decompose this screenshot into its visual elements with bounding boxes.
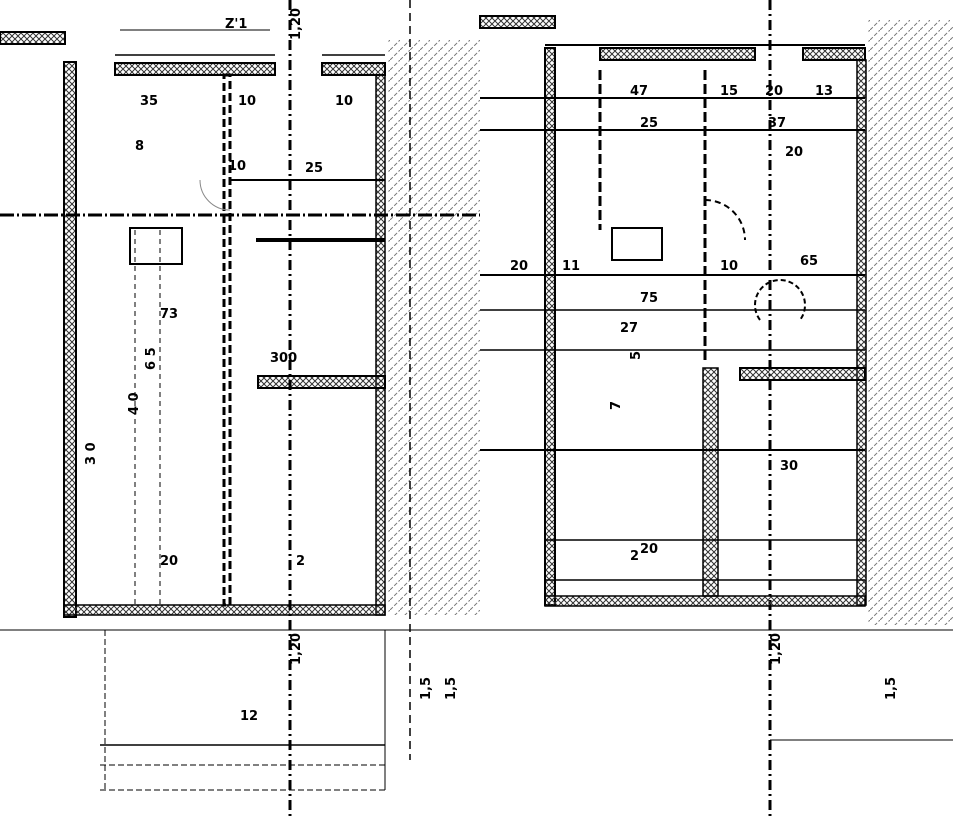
dim-label: 5 — [629, 351, 644, 360]
dim-label: 1,5 — [444, 677, 459, 700]
top-wall-left-2 — [114, 62, 276, 76]
dim-label: 47 — [630, 84, 648, 99]
dim-label: 65 — [800, 254, 818, 269]
door-swing-3 — [754, 279, 806, 321]
dim-label: Z'1 — [225, 17, 247, 32]
left-unit — [0, 29, 480, 791]
dim-label: 20 — [510, 259, 528, 274]
dim-label: 25 — [305, 161, 323, 176]
dim-label: 2 — [630, 549, 639, 564]
dim-label: 8 — [135, 139, 144, 154]
dim-label: 6 5 — [144, 347, 159, 370]
dim-label: 20 — [765, 84, 783, 99]
dim-label: 15 — [720, 84, 738, 99]
dim-label: 10 — [335, 94, 353, 109]
dim-label: 10 — [238, 94, 256, 109]
dim-label: 75 — [640, 291, 658, 306]
dim-label: 27 — [620, 321, 638, 336]
left-wall-right-unit — [544, 47, 556, 606]
dim-label: 4 0 — [127, 392, 142, 415]
right-wall-right-unit — [856, 59, 867, 606]
right-wall-left-unit — [375, 74, 386, 616]
shaft-wall — [702, 367, 719, 597]
right-unit — [479, 15, 953, 741]
exterior-hatch-left — [388, 40, 480, 615]
dim-label: 35 — [140, 94, 158, 109]
bottom-wall-right-unit — [544, 595, 866, 607]
door-swing-2 — [704, 199, 746, 241]
top-wall-left-3 — [321, 62, 386, 76]
inner-wall-bath — [257, 375, 386, 389]
partition-wall — [222, 73, 232, 607]
dim-label: 12 — [240, 709, 258, 724]
left-wall — [63, 61, 77, 618]
top-wall-right-0 — [479, 15, 556, 29]
inner-wall-bath-right — [739, 367, 866, 381]
dim-label: 37 — [768, 116, 786, 131]
top-wall-right-1 — [599, 47, 756, 61]
dim-label: 30 — [780, 459, 798, 474]
dim-label: 20 — [640, 542, 658, 557]
dim-label: 1,20 — [289, 633, 304, 665]
exterior-hatch-right — [868, 20, 953, 625]
top-wall-right-2 — [802, 47, 866, 61]
dim-label: 13 — [815, 84, 833, 99]
dim-label: 1,5 — [884, 677, 899, 700]
dim-label: 300 — [270, 351, 297, 366]
dim-label: 73 — [160, 307, 178, 322]
dim-label: 25 — [640, 116, 658, 131]
dim-label: 1,20 — [289, 8, 304, 40]
dim-label: 10 — [720, 259, 738, 274]
dim-label: 20 — [785, 145, 803, 160]
top-wall-left-1 — [0, 31, 66, 45]
dim-label: 2 — [296, 554, 305, 569]
door-swing-1 — [199, 179, 231, 211]
dim-label: 20 — [160, 554, 178, 569]
dim-label: 11 — [562, 259, 580, 274]
dim-label: 7 — [609, 401, 624, 410]
dim-label: 1,5 — [419, 677, 434, 700]
dim-label: 10 — [228, 159, 246, 174]
dim-label: 3 0 — [84, 442, 99, 465]
dim-label: 1,20 — [769, 633, 784, 665]
